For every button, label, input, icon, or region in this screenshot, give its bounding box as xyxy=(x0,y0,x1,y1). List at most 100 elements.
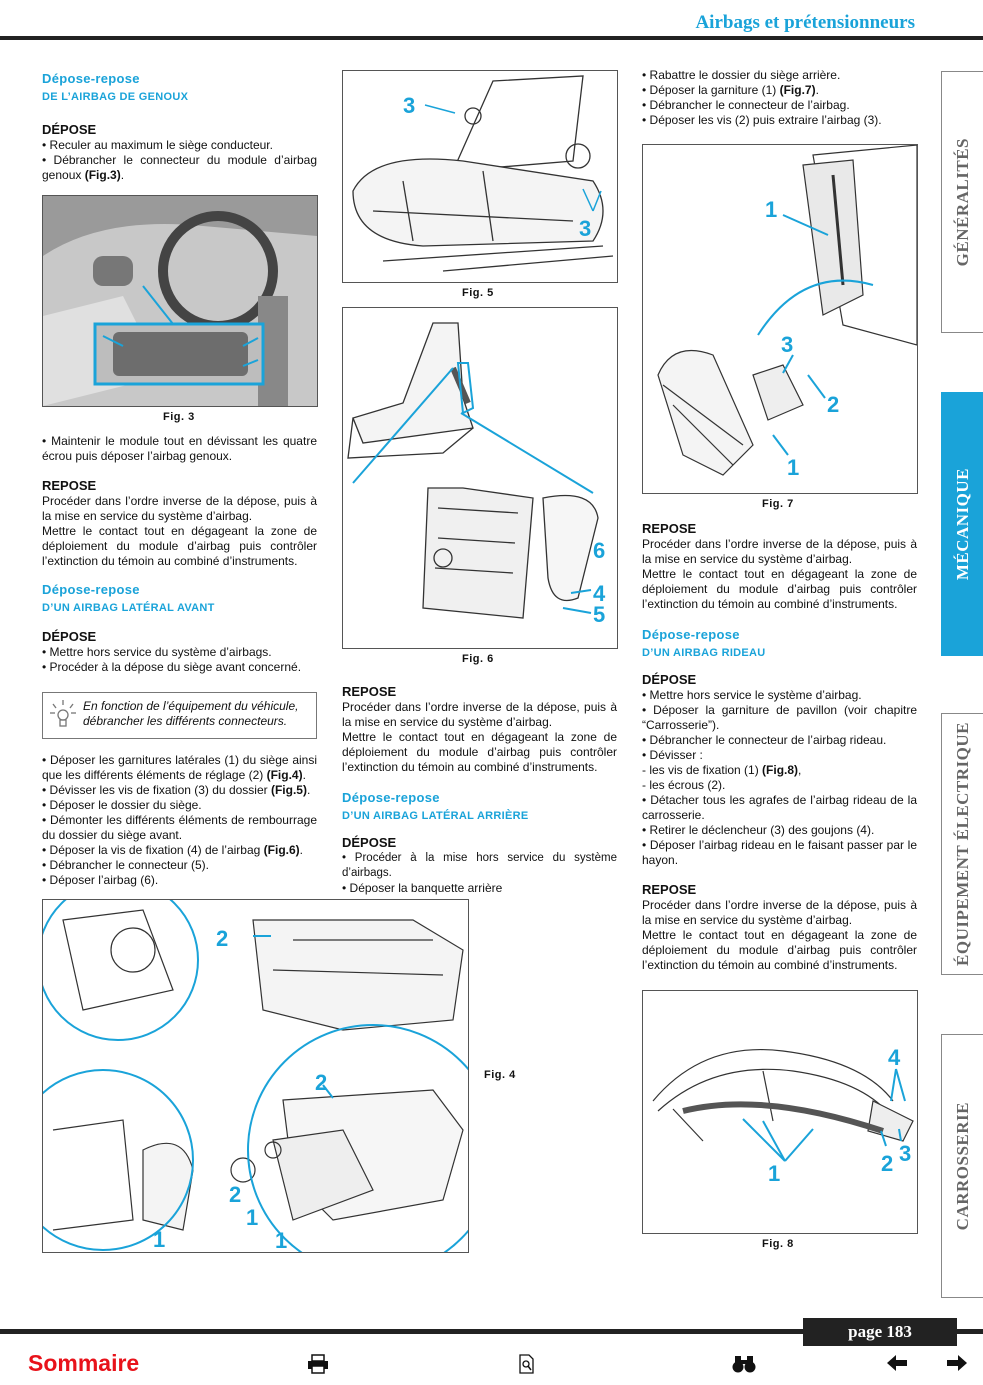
paragraph: • Rabattre le dossier du siège arrière. xyxy=(642,68,841,82)
paragraph: - les écrous (2). xyxy=(642,778,726,792)
fig8-label: 4 xyxy=(888,1045,901,1070)
arrow-left-icon[interactable] xyxy=(886,1354,908,1378)
fig4-label: 2 xyxy=(216,926,228,951)
sommaire-link[interactable]: Sommaire xyxy=(28,1350,140,1376)
tab-equipement-electrique[interactable]: ÉQUIPEMENT ÉLECTRIQUE xyxy=(941,713,983,975)
lightbulb-icon xyxy=(50,700,76,727)
subheading-repose: REPOSE xyxy=(642,521,697,536)
paragraph: • Déposer la garniture (1) (Fig.7). xyxy=(642,83,819,97)
figure-6-caption: Fig. 6 xyxy=(462,653,494,665)
figure-8-caption: Fig. 8 xyxy=(762,1238,794,1250)
paragraph: Mettre le contact tout en dégageant la z… xyxy=(42,524,317,568)
subheading-depose: DÉPOSE xyxy=(42,629,97,644)
paragraph: • Déposer les vis (2) puis extraire l’ai… xyxy=(642,113,882,127)
section-title-rear-side-airbag: Dépose-reposed’un airbag latéral arrière xyxy=(342,790,529,822)
paragraph: • Déposer l’airbag rideau en le faisant … xyxy=(642,838,917,867)
paragraph: - les vis de fixation (1) (Fig.8), xyxy=(642,763,802,777)
header-rule xyxy=(0,36,983,40)
fig7-label: 1 xyxy=(765,197,777,222)
paragraph: • Déposer la vis de fixation (4) de l’ai… xyxy=(42,843,303,857)
paragraph: Procéder dans l’ordre inverse de la dépo… xyxy=(342,700,617,729)
paragraph: • Déposer les garnitures latérales (1) d… xyxy=(42,753,317,782)
fig8-label: 2 xyxy=(881,1151,893,1176)
figure-3-caption: Fig. 3 xyxy=(163,411,195,423)
fig4-label: 1 xyxy=(153,1227,165,1252)
paragraph: • Déposer la garniture de pavillon (voir… xyxy=(642,703,917,732)
figure-5: 3 3 xyxy=(342,70,618,283)
paragraph: Procéder dans l’ordre inverse de la dépo… xyxy=(642,537,917,566)
paragraph: Procéder dans l’ordre inverse de la dépo… xyxy=(642,898,917,927)
col2-text: REPOSE Procéder dans l’ordre inverse de … xyxy=(342,684,617,896)
figure-6: 6 4 5 xyxy=(342,307,618,649)
paragraph: • Maintenir le module tout en dévissant … xyxy=(42,434,317,463)
paragraph: • Déposer la banquette arrière xyxy=(342,881,503,895)
figure-4: 2 2 2 1 1 1 xyxy=(42,899,469,1253)
info-note: En fonction de l’équipement du véhicule,… xyxy=(42,692,317,739)
paragraph: • Mettre hors service le système d’airba… xyxy=(642,688,862,702)
paragraph: • Mettre hors service du système d’airba… xyxy=(42,645,272,659)
col3-top: • Rabattre le dossier du siège arrière. … xyxy=(642,68,917,128)
col1-top: Dépose-reposede l’airbag de genoux DÉPOS… xyxy=(42,70,317,183)
subheading-depose: DÉPOSE xyxy=(342,835,397,850)
fig4-label: 2 xyxy=(315,1070,327,1095)
arrow-right-icon[interactable] xyxy=(946,1354,968,1378)
document-search-icon[interactable] xyxy=(518,1354,536,1380)
figure-8: 4 1 2 3 xyxy=(642,990,918,1234)
col3-mid: REPOSE Procéder dans l’ordre inverse de … xyxy=(642,521,917,973)
fig7-label: 1 xyxy=(787,455,799,480)
fig5-label: 3 xyxy=(579,216,591,241)
page-number: page 183 xyxy=(803,1318,957,1346)
figure-7-caption: Fig. 7 xyxy=(762,498,794,510)
fig7-label: 2 xyxy=(827,392,839,417)
section-title-front-side-airbag: Dépose-reposed’un airbag latéral avant xyxy=(42,582,215,614)
tab-carrosserie[interactable]: CARROSSERIE xyxy=(941,1034,983,1298)
paragraph: • Déposer le dossier du siège. xyxy=(42,798,202,812)
fig4-label: 1 xyxy=(275,1228,287,1252)
figure-5-caption: Fig. 5 xyxy=(462,287,494,299)
tab-generalites[interactable]: GÉNÉRALITÉS xyxy=(941,71,983,333)
fig6-label: 5 xyxy=(593,602,605,627)
paragraph: • Détacher tous les agrafes de l’airbag … xyxy=(642,793,917,822)
subheading-repose: REPOSE xyxy=(342,684,397,699)
paragraph: • Retirer le déclencheur (3) des goujons… xyxy=(642,823,875,837)
paragraph: • Débrancher le connecteur de l’airbag r… xyxy=(642,733,887,747)
paragraph: • Débrancher le connecteur (5). xyxy=(42,858,209,872)
fig8-label: 1 xyxy=(768,1161,780,1186)
figure-4-caption: Fig. 4 xyxy=(484,1069,516,1081)
paragraph: • Reculer au maximum le siège conducteur… xyxy=(42,138,273,152)
printer-icon[interactable] xyxy=(307,1354,329,1380)
subheading-depose: DÉPOSE xyxy=(642,672,697,687)
section-title-curtain-airbag: Dépose-reposed’un airbag rideau xyxy=(642,627,766,659)
paragraph: Mettre le contact tout en dégageant la z… xyxy=(342,730,617,774)
fig4-label: 2 xyxy=(229,1182,241,1207)
col1-bottom: • Déposer les garnitures latérales (1) d… xyxy=(42,753,317,888)
subheading-repose: REPOSE xyxy=(642,882,697,897)
fig4-label: 1 xyxy=(246,1205,258,1230)
chapter-title: Airbags et prétensionneurs xyxy=(695,12,915,33)
fig6-label: 4 xyxy=(593,581,606,606)
paragraph: • Dévisser : xyxy=(642,748,703,762)
footer-rule xyxy=(0,1329,983,1334)
paragraph: Procéder dans l’ordre inverse de la dépo… xyxy=(42,494,317,523)
figure-7: 1 3 2 1 xyxy=(642,144,918,494)
binoculars-icon[interactable] xyxy=(732,1354,756,1380)
paragraph: Mettre le contact tout en dégageant la z… xyxy=(642,928,917,972)
paragraph: Mettre le contact tout en dégageant la z… xyxy=(642,567,917,611)
figure-3 xyxy=(42,195,318,407)
paragraph: • Débrancher le connecteur du module d’a… xyxy=(42,153,317,182)
fig6-label: 6 xyxy=(593,538,605,563)
section-title-knee-airbag: Dépose-reposede l’airbag de genoux xyxy=(42,71,189,103)
paragraph: • Dévisser les vis de fixation (3) du do… xyxy=(42,783,311,797)
paragraph: • Déposer l’airbag (6). xyxy=(42,873,159,887)
paragraph: • Procéder à la mise hors service du sys… xyxy=(342,852,617,879)
tab-mecanique[interactable]: MÉCANIQUE xyxy=(941,392,983,656)
fig7-label: 3 xyxy=(781,332,793,357)
subheading-repose: REPOSE xyxy=(42,478,97,493)
paragraph: • Démonter les différents éléments de re… xyxy=(42,813,317,842)
subheading-depose: DÉPOSE xyxy=(42,122,97,137)
paragraph: • Débrancher le connecteur de l’airbag. xyxy=(642,98,850,112)
fig8-label: 3 xyxy=(899,1141,911,1166)
col1-mid: • Maintenir le module tout en dévissant … xyxy=(42,434,317,675)
fig5-label: 3 xyxy=(403,93,415,118)
paragraph: • Procéder à la dépose du siège avant co… xyxy=(42,660,302,674)
